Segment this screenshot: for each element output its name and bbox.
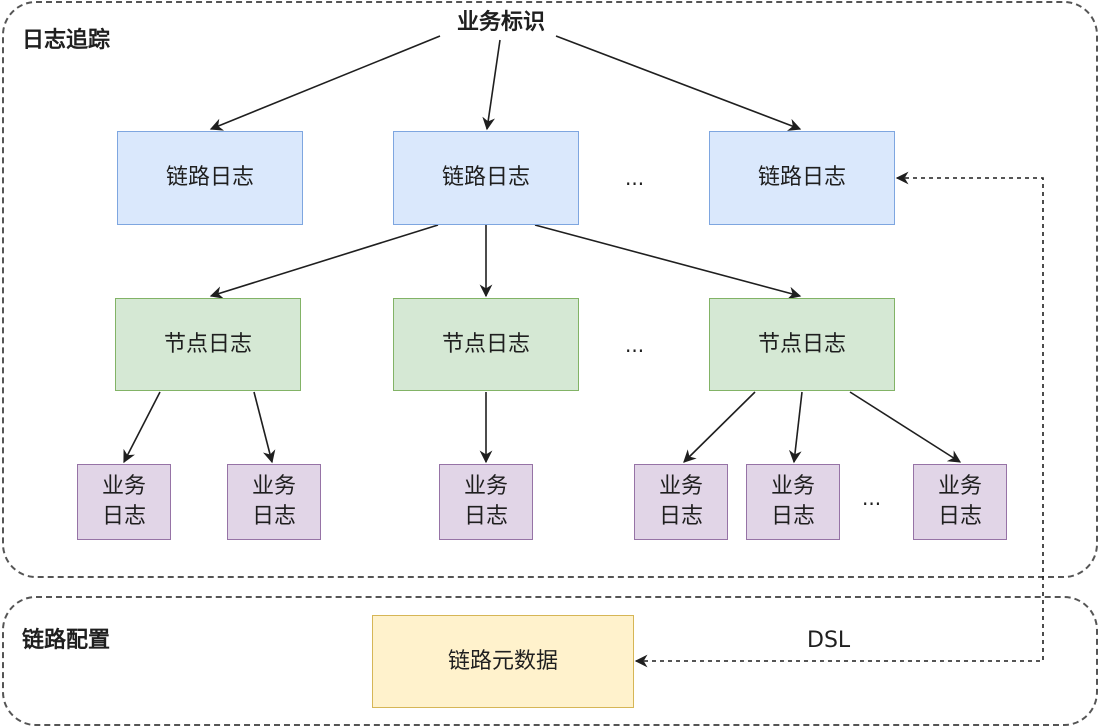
trace-log-node-1: 链路日志 <box>117 131 303 225</box>
span-log-node-3: 节点日志 <box>709 298 895 391</box>
config-region-label: 链路配置 <box>22 628 111 653</box>
edge-root-trace-3 <box>555 35 802 131</box>
edge-root-trace-2 <box>482 39 501 131</box>
edge-trace-span-3 <box>534 224 802 300</box>
edge-span1-biz1 <box>123 391 161 464</box>
biz-log-node-6: 业务 日志 <box>913 464 1007 540</box>
biz-log-node-3: 业务 日志 <box>439 464 533 540</box>
edge-span3-biz4 <box>683 391 756 463</box>
trace-ellipsis: ... <box>625 166 645 190</box>
biz-log-node-5: 业务 日志 <box>746 464 840 540</box>
trace-log-node-2: 链路日志 <box>393 131 579 225</box>
biz-log-line2: 日志 <box>770 504 815 529</box>
biz-log-line2: 日志 <box>101 504 146 529</box>
business-id-label: 业务标识 <box>456 10 545 35</box>
edge-span3-biz6 <box>849 391 962 463</box>
span-ellipsis: ... <box>625 333 645 357</box>
edge-span3-biz5 <box>788 391 803 464</box>
trace-metadata-node: 链路元数据 <box>372 615 634 708</box>
edge-trace-span-1 <box>209 224 439 299</box>
biz-log-node-4: 业务 日志 <box>634 464 728 540</box>
trace-log-node-3: 链路日志 <box>709 131 895 225</box>
biz-log-line2: 日志 <box>251 504 296 529</box>
trace-region <box>2 1 1098 578</box>
biz-log-line1: 业务 <box>463 474 508 499</box>
biz-log-line2: 日志 <box>937 504 982 529</box>
edge-span1-biz2 <box>253 391 276 464</box>
biz-log-line2: 日志 <box>463 504 508 529</box>
biz-ellipsis: ... <box>862 486 882 510</box>
biz-log-line1: 业务 <box>937 474 982 499</box>
edge-dsl-connector <box>634 171 1044 668</box>
trace-region-label: 日志追踪 <box>22 28 111 53</box>
dsl-label: DSL <box>807 628 851 653</box>
biz-log-line2: 日志 <box>658 504 703 529</box>
biz-log-node-2: 业务 日志 <box>227 464 321 540</box>
span-log-node-1: 节点日志 <box>115 298 301 391</box>
edge-root-trace-1 <box>209 35 441 131</box>
biz-log-line1: 业务 <box>101 474 146 499</box>
biz-log-line1: 业务 <box>770 474 815 499</box>
span-log-node-2: 节点日志 <box>393 298 579 391</box>
biz-log-line1: 业务 <box>251 474 296 499</box>
biz-log-node-1: 业务 日志 <box>77 464 171 540</box>
biz-log-line1: 业务 <box>658 474 703 499</box>
config-region <box>2 596 1098 726</box>
